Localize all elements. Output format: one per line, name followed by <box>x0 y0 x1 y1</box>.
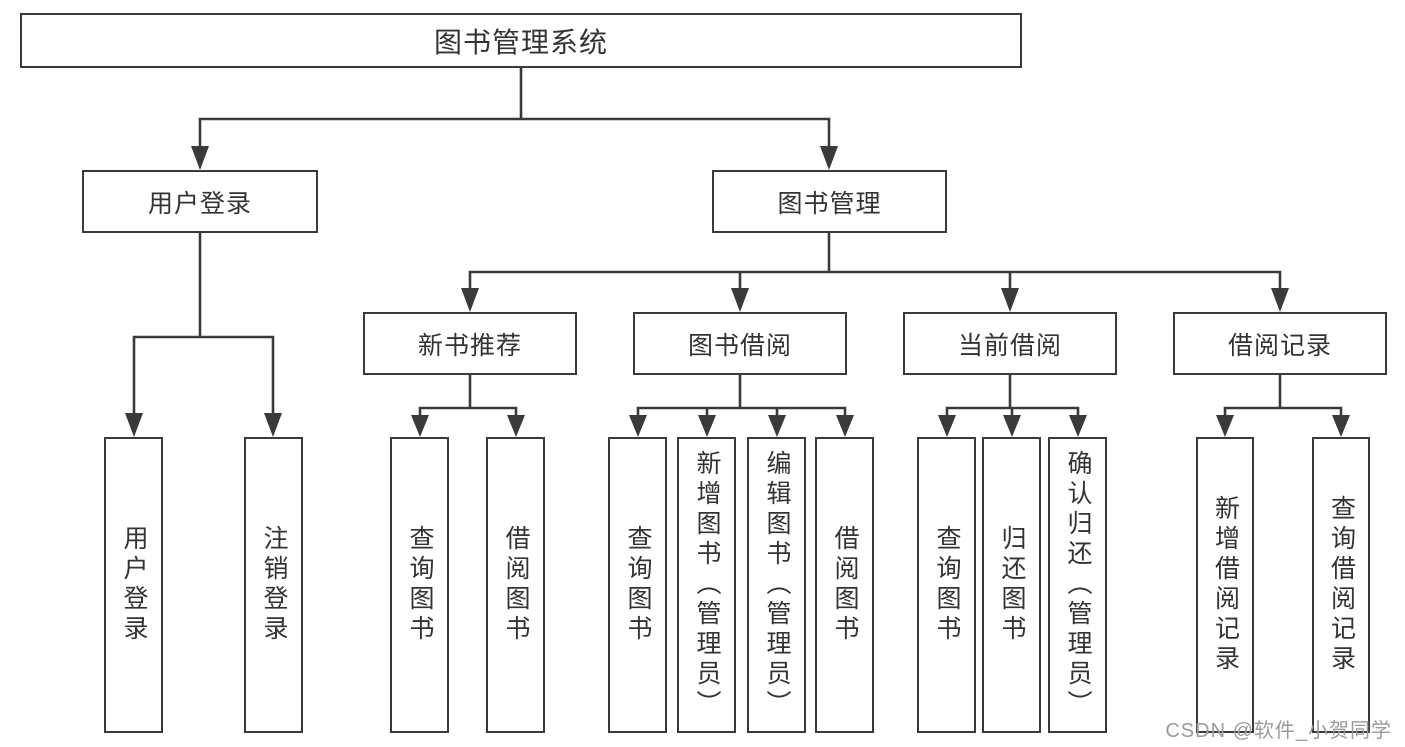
node-book-management: 图书管理 <box>712 170 947 233</box>
node-label: 用户登录 <box>147 189 252 218</box>
leaf-add-borrow-record: 新增借阅记录 <box>1196 437 1254 733</box>
leaf-label: 新增图书（管理员） <box>693 450 721 720</box>
leaf-borrow-books: 借阅图书 <box>486 437 545 733</box>
leaf-label: 归还图书 <box>998 525 1026 645</box>
leaf-label: 查询图书 <box>933 525 961 645</box>
node-label: 借阅记录 <box>1227 331 1332 360</box>
leaf-query-books: 查询图书 <box>608 437 667 733</box>
leaf-query-books: 查询图书 <box>917 437 976 733</box>
node-label: 新书推荐 <box>417 331 522 360</box>
node-borrowing-records: 借阅记录 <box>1173 312 1387 375</box>
node-user-login: 用户登录 <box>82 170 318 233</box>
leaf-label: 查询图书 <box>624 525 652 645</box>
leaf-borrow-books: 借阅图书 <box>815 437 874 733</box>
leaf-label: 查询图书 <box>406 525 434 645</box>
node-book-borrowing: 图书借阅 <box>633 312 847 375</box>
leaf-query-borrow-record: 查询借阅记录 <box>1312 437 1370 733</box>
leaf-label: 编辑图书（管理员） <box>763 450 791 720</box>
node-label: 图书管理 <box>777 189 882 218</box>
csdn-watermark: CSDN @软件_小贺同学 <box>1165 720 1392 742</box>
node-current-borrowing: 当前借阅 <box>903 312 1117 375</box>
leaf-label: 注销登录 <box>260 525 288 645</box>
node-new-book-recommendation: 新书推荐 <box>363 312 577 375</box>
leaf-user-login: 用户登录 <box>104 437 163 733</box>
leaf-label: 借阅图书 <box>831 525 859 645</box>
node-label: 图书借阅 <box>687 331 792 360</box>
leaf-confirm-return-admin: 确认归还（管理员） <box>1048 437 1107 733</box>
leaf-label: 确认归还（管理员） <box>1064 450 1092 720</box>
node-library-management-system: 图书管理系统 <box>20 13 1022 68</box>
leaf-edit-books-admin: 编辑图书（管理员） <box>747 437 806 733</box>
leaf-label: 新增借阅记录 <box>1211 495 1240 675</box>
node-label: 当前借阅 <box>957 331 1062 360</box>
leaf-logout: 注销登录 <box>244 437 303 733</box>
leaf-add-books-admin: 新增图书（管理员） <box>677 437 736 733</box>
leaf-label: 用户登录 <box>120 525 148 645</box>
leaf-query-books: 查询图书 <box>390 437 449 733</box>
leaf-label: 借阅图书 <box>502 525 530 645</box>
leaf-return-books: 归还图书 <box>982 437 1041 733</box>
node-label: 图书管理系统 <box>433 26 608 58</box>
leaf-label: 查询借阅记录 <box>1327 495 1356 675</box>
